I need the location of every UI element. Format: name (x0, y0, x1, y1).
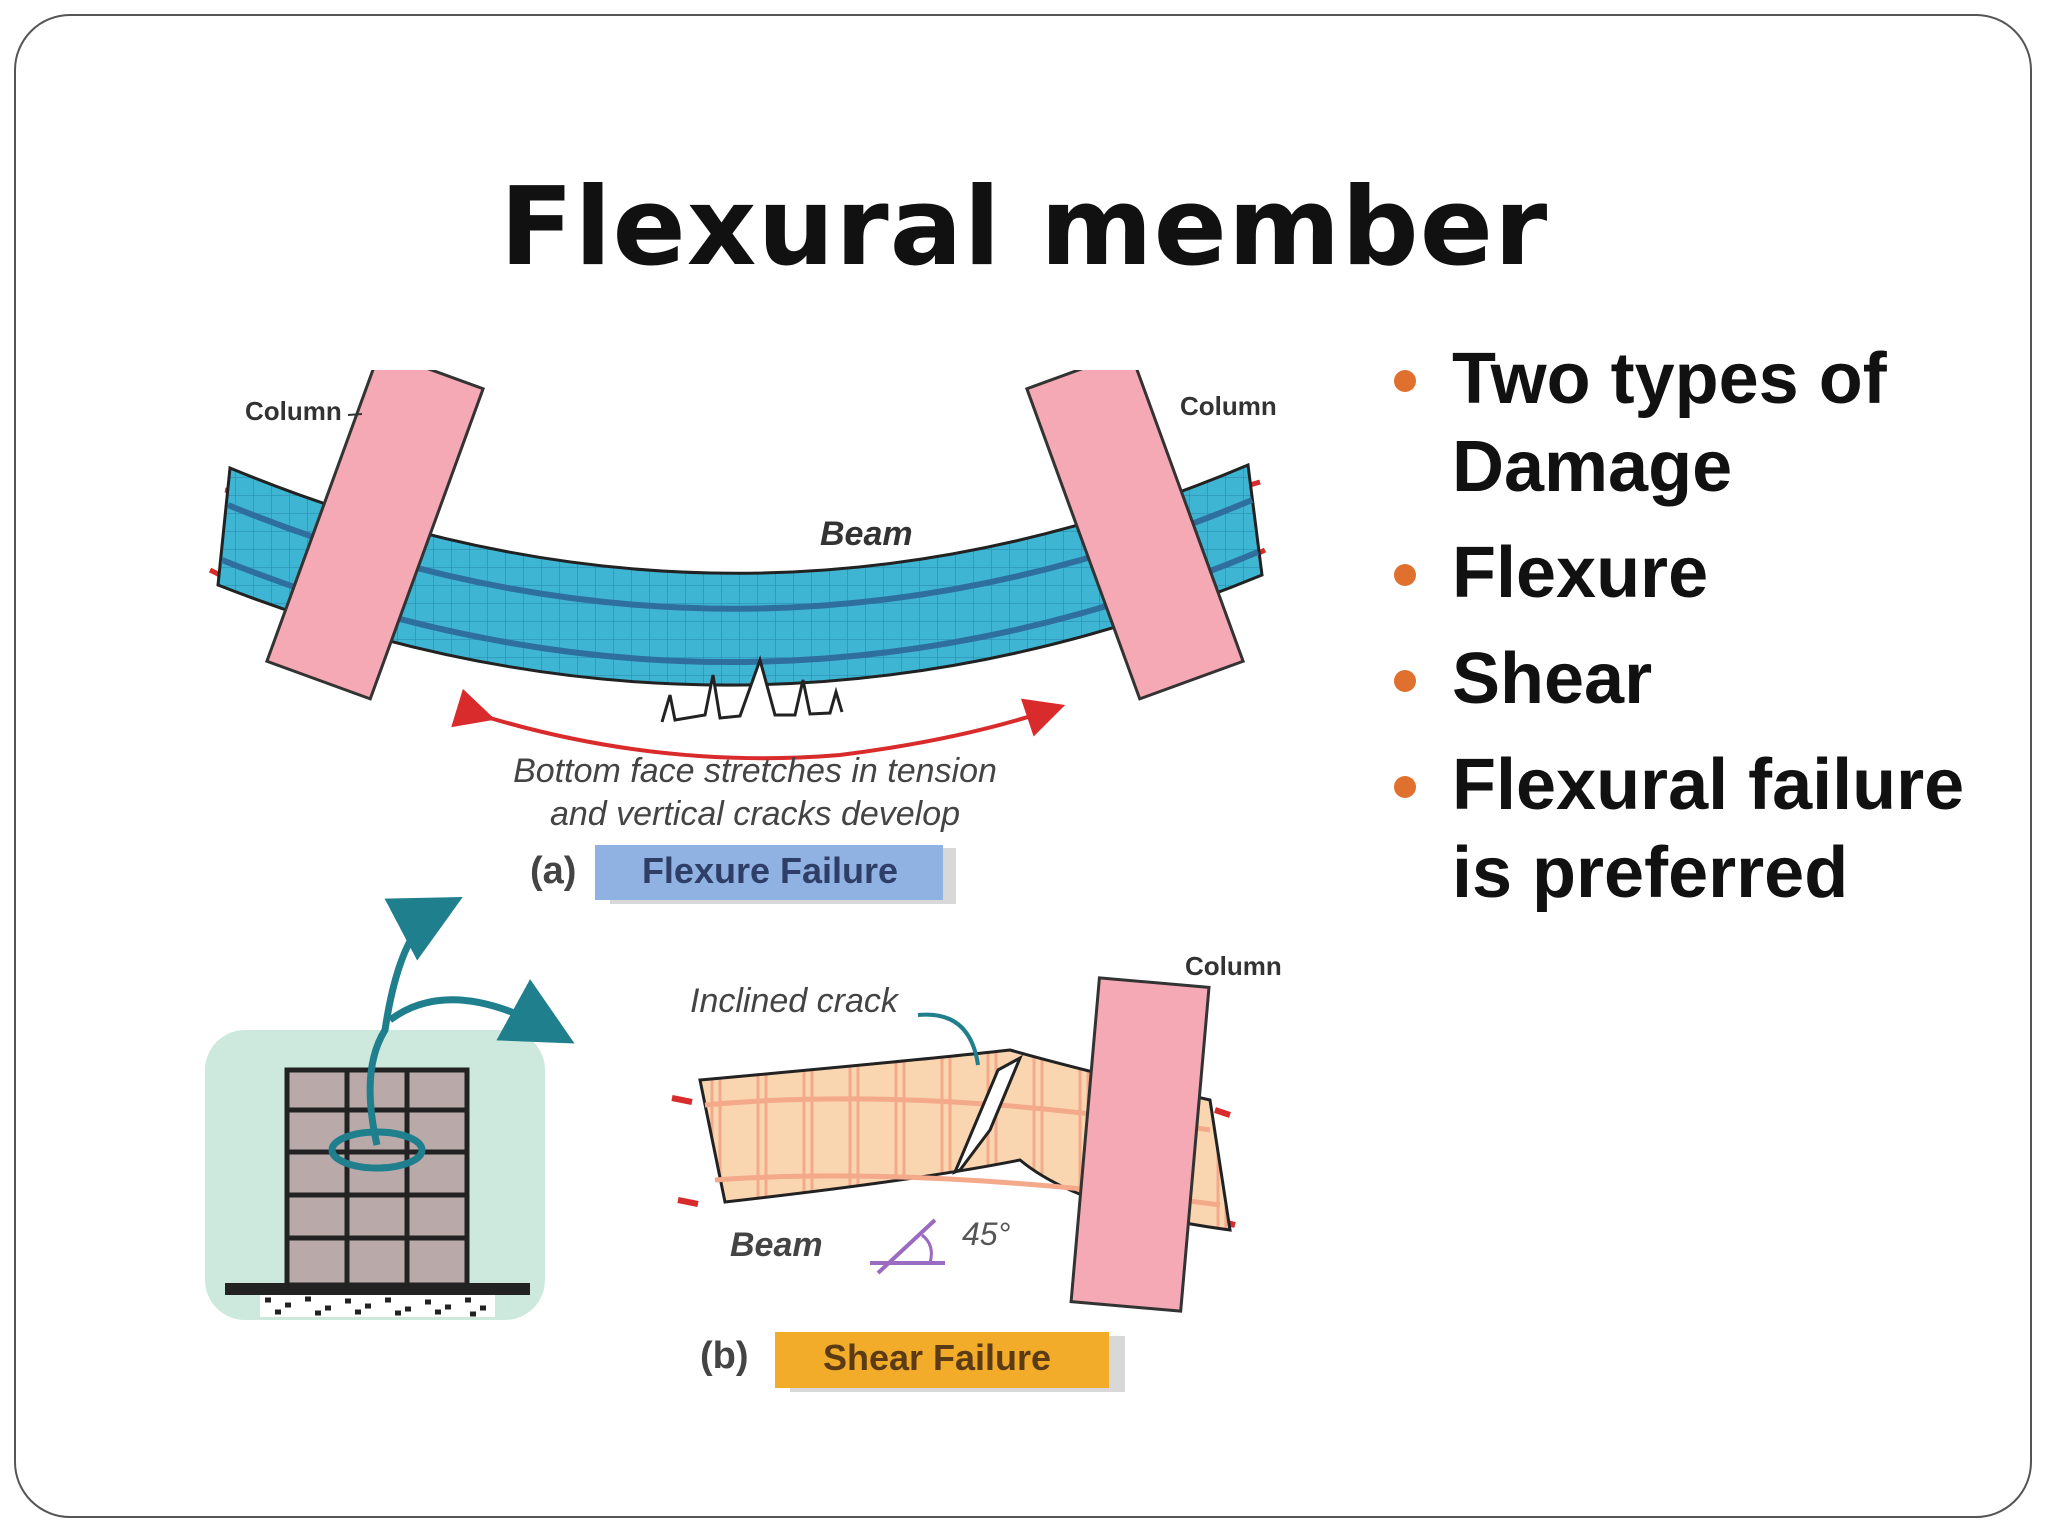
shear-failure-title: Shear Failure (823, 1337, 1051, 1378)
slide-title: Flexural member (499, 165, 1549, 290)
column-label-b: Column (1185, 951, 1282, 981)
bullet-text: Flexural failure is preferred (1452, 745, 1965, 913)
bullet-list: Two types of Damage Flexure Shear Flexur… (1390, 335, 2010, 935)
crack-label: Inclined crack (690, 982, 900, 1020)
bullet-text: Shear (1452, 639, 1653, 719)
failure-diagram: Column Column Beam Bottom face stretches… (200, 349, 1300, 1430)
bullet-dot-icon (1394, 564, 1416, 586)
beam-flexure (216, 462, 1264, 687)
flexure-failure-title: Flexure Failure (642, 850, 898, 891)
flexure-failure-box (595, 845, 943, 900)
column-right (1024, 349, 1246, 701)
column-shear (1069, 976, 1211, 1313)
tension-arrow (451, 688, 1066, 761)
column-right-label: Column (1180, 391, 1277, 421)
angle-label: 45° (962, 1216, 1011, 1252)
shear-failure-box (775, 1332, 1109, 1388)
bullet-item: Two types of Damage (1390, 335, 2010, 511)
inclined-crack (952, 1054, 1024, 1175)
flexure-diagram: Column Column Beam Bottom face stretches… (208, 349, 1277, 904)
building-inset (205, 896, 575, 1320)
column-left-label: Column (245, 396, 342, 426)
bullet-dot-icon (1394, 776, 1416, 798)
callout-arrow (366, 896, 463, 1146)
bullet-item: Flexural failure is preferred (1390, 741, 2010, 917)
angle-icon (870, 1218, 945, 1275)
figure-letter-a: (a) (530, 850, 576, 892)
bullet-text: Flexure (1452, 533, 1709, 613)
beam-label-a: Beam (820, 515, 913, 553)
caption-line-2: and vertical cracks develop (550, 795, 960, 833)
bullet-dot-icon (1394, 370, 1416, 392)
shear-diagram: Column Inclined crack Beam 45° (b) Shear… (671, 951, 1282, 1392)
column-left (264, 349, 486, 701)
bullet-item: Shear (1390, 635, 2010, 723)
bullet-text: Two types of Damage (1452, 339, 1887, 507)
figure-letter-b: (b) (700, 1335, 749, 1377)
bullet-item: Flexure (1390, 529, 2010, 617)
beam-label-b: Beam (730, 1226, 823, 1264)
bullet-dot-icon (1394, 670, 1416, 692)
caption-line-1: Bottom face stretches in tension (513, 752, 997, 790)
